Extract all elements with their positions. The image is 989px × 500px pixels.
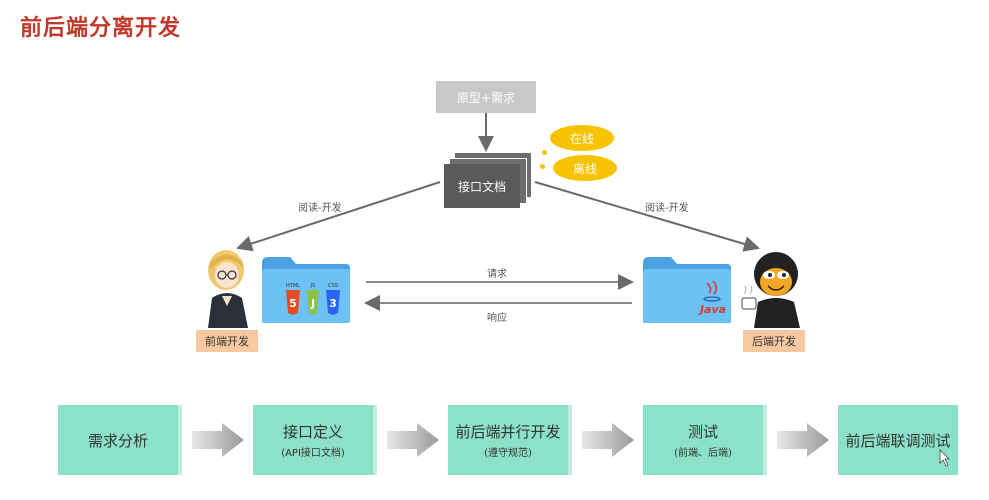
step-fold xyxy=(763,405,767,475)
doc-front: 接口文档 xyxy=(444,164,520,208)
frontend-dev-label: 前端开发 xyxy=(196,330,258,352)
step-fold xyxy=(568,405,572,475)
api-doc-stack: 接口文档 xyxy=(444,152,534,212)
cloud-dot xyxy=(542,150,547,155)
svg-text:J: J xyxy=(310,297,315,310)
cloud-dot xyxy=(540,164,545,169)
request-label: 请求 xyxy=(487,269,507,280)
prototype-box: 原型+需求 xyxy=(436,81,536,113)
step-title: 测试 xyxy=(687,423,718,441)
step-arrow-2 xyxy=(387,423,439,457)
read-dev-left-label: 阅读-开发 xyxy=(298,203,342,214)
html-badge: HTML xyxy=(286,283,300,289)
step-arrow-3 xyxy=(582,423,634,457)
frontend-developer-illustration xyxy=(208,250,248,328)
step-subtitle: (前端、后端) xyxy=(674,448,732,459)
backend-dev-label: 后端开发 xyxy=(743,330,805,352)
page-title: 前后端分离开发 xyxy=(20,16,182,41)
js-badge: JS xyxy=(310,283,316,289)
step-requirement-analysis: 需求分析 xyxy=(58,405,178,475)
response-label: 响应 xyxy=(487,313,507,324)
step-title: 需求分析 xyxy=(87,431,148,450)
step-integration-testing: 前后端联调测试 xyxy=(838,405,958,475)
step-testing: 测试 (前端、后端) xyxy=(643,405,763,475)
step-title: 前后端并行开发 xyxy=(455,423,561,441)
offline-cloud: 离线 xyxy=(553,155,617,181)
step-subtitle: (遵守规范) xyxy=(484,448,532,459)
online-cloud: 在线 xyxy=(550,125,614,151)
backend-folder-icon: Java xyxy=(643,257,731,323)
step-title: 前后端联调测试 xyxy=(845,431,951,450)
step-fold xyxy=(178,405,182,475)
svg-text:3: 3 xyxy=(329,297,337,310)
step-fold xyxy=(373,405,377,475)
css-badge: CSS xyxy=(328,283,338,289)
step-subtitle: (API接口文档) xyxy=(281,448,345,459)
step-arrow-1 xyxy=(192,423,244,457)
frontend-folder-icon: 5 J 3 HTML JS CSS xyxy=(262,257,350,323)
arrow-doc-to-frontend xyxy=(236,181,441,252)
arrow-doc-to-backend xyxy=(534,181,760,252)
mouse-cursor-icon xyxy=(939,449,950,467)
backend-developer-illustration xyxy=(741,252,800,328)
step-parallel-development: 前后端并行开发 (遵守规范) xyxy=(448,405,568,475)
step-arrow-4 xyxy=(777,423,829,457)
svg-text:5: 5 xyxy=(289,297,297,310)
step-title: 接口定义 xyxy=(282,423,343,441)
read-dev-right-label: 阅读-开发 xyxy=(645,203,689,214)
step-api-definition: 接口定义 (API接口文档) xyxy=(253,405,373,475)
java-text: Java xyxy=(698,303,726,316)
